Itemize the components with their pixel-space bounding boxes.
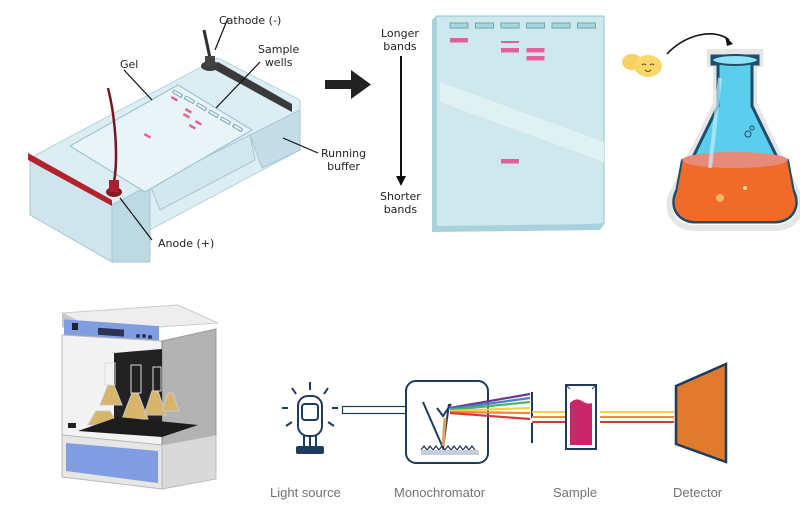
gel-bands <box>143 96 203 139</box>
gel-result-slab <box>432 15 605 232</box>
well-1 <box>449 22 469 29</box>
light-bulb-icon <box>282 382 338 454</box>
shaker-incubator-icon <box>60 304 219 490</box>
prism-grating-icon <box>405 380 489 464</box>
inoculation-arrow-icon <box>666 33 733 55</box>
sample-wells-label-line2: wells <box>264 56 293 69</box>
shorter-bands-line1: Shorter <box>380 190 421 203</box>
smiling-microbe-icon <box>622 54 662 77</box>
running-buffer-label-line1: Running <box>321 147 367 160</box>
result-bands <box>450 38 545 164</box>
cathode-electrode <box>201 29 219 71</box>
cathode-label: Cathode (-) <box>219 14 282 27</box>
band-1 <box>450 38 468 43</box>
exit-slit <box>531 423 533 443</box>
well-6 <box>577 22 596 29</box>
light-beam <box>341 405 412 415</box>
shorter-bands-label: Shorter bands <box>380 190 421 216</box>
well-3 <box>500 22 520 29</box>
band-6 <box>501 159 519 164</box>
band-3 <box>501 48 519 53</box>
band-5 <box>526 56 545 61</box>
running-buffer-label-line2: buffer <box>327 160 360 173</box>
sample-wells <box>171 89 244 133</box>
filtered-beam-2 <box>600 411 674 423</box>
dispersed-spectrum <box>449 392 533 421</box>
well-5 <box>551 22 571 29</box>
longer-bands-line1: Longer <box>381 27 419 40</box>
band-2 <box>501 41 519 43</box>
sample-wells-label: Sample wells <box>258 43 299 69</box>
stage-label-monochromator: Monochromator <box>394 485 486 500</box>
anode-rail <box>28 153 112 206</box>
shorter-bands-line2: bands <box>383 203 418 216</box>
longer-bands-label: Longer bands <box>381 27 419 53</box>
result-wells <box>449 22 596 29</box>
cuvette-icon <box>565 384 597 450</box>
well-2 <box>475 22 494 29</box>
electrophoresis-apparatus <box>28 17 319 263</box>
gel-label: Gel <box>120 58 139 71</box>
longer-bands-line2: bands <box>383 40 417 53</box>
anode-label: Anode (+) <box>158 237 215 250</box>
anode-electrode <box>106 87 122 197</box>
detector-icon <box>674 362 728 464</box>
stage-label-sample: Sample <box>553 485 598 500</box>
erlenmeyer-flask-icon <box>666 49 800 231</box>
right-arrow-icon <box>325 70 371 99</box>
stage-label-detector: Detector <box>673 485 723 500</box>
stage-label-light-source: Light source <box>270 485 341 500</box>
sample-wells-label-line1: Sample <box>258 43 300 56</box>
cathode-rail <box>208 62 292 112</box>
band-4 <box>526 48 545 53</box>
running-buffer-label: Running buffer <box>321 147 366 173</box>
well-4 <box>526 22 545 29</box>
filtered-beam-1 <box>532 411 570 423</box>
migration-arrow-icon <box>396 56 406 186</box>
